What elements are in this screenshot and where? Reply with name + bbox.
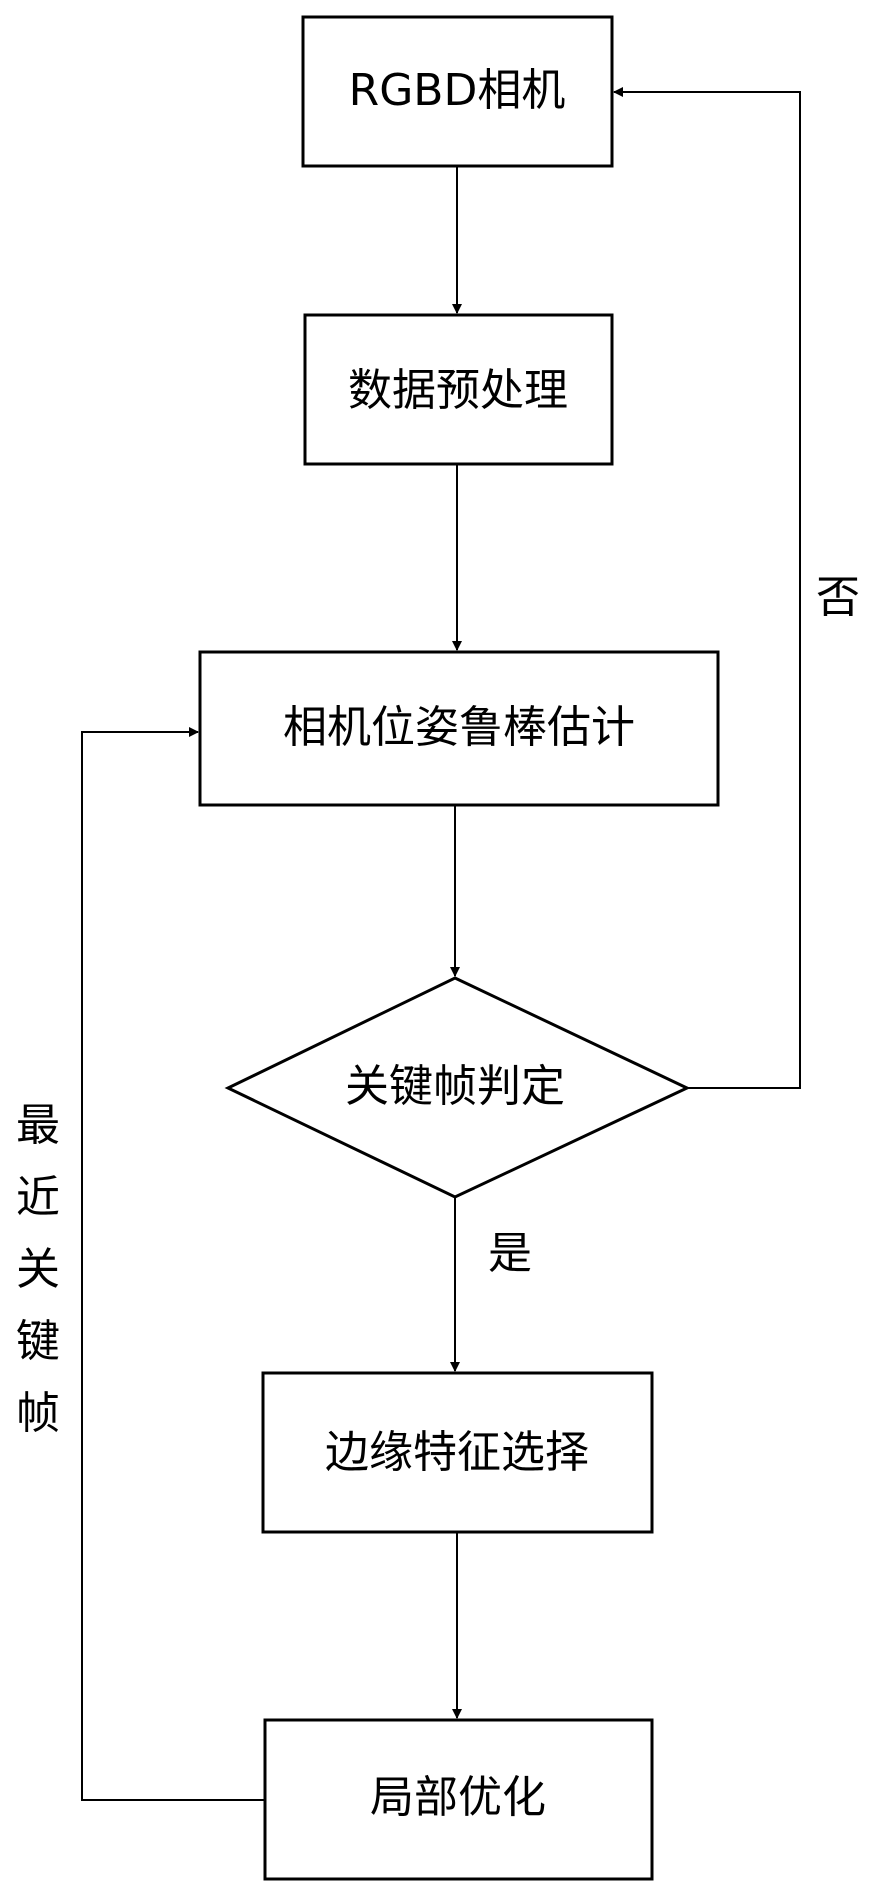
edge-label-recent-keyframes-char: 最 [16,1100,60,1151]
edge-label-recent-keyframes-char: 关 [16,1244,60,1295]
node-keyframe-decision: 关键帧判定 [224,976,691,1199]
node-pose-estimation-box [198,650,720,807]
node-preprocess-box [303,313,614,466]
node-pose-estimation: 相机位姿鲁棒估计 [198,650,720,807]
node-edge-feature-selection-box [261,1371,654,1534]
node-local-optimization-box [263,1718,654,1881]
edge-label-recent-keyframes-char: 键 [16,1316,60,1367]
edge-decision-no-to-camera [613,87,801,1089]
node-rgbd-camera-label: RGBD相机 [349,65,566,116]
node-local-optimization: 局部优化 [263,1718,654,1881]
edge-label-recent-keyframes-char: 近 [16,1172,60,1223]
node-preprocess: 数据预处理 [303,313,614,466]
edge-optimization-to-pose [81,727,264,1801]
edge-label-recent-keyframes-char: 帧 [16,1388,60,1439]
node-pose-estimation-label: 相机位姿鲁棒估计 [283,702,635,753]
node-keyframe-decision-diamond [224,976,691,1199]
edge-label-yes: 是 [488,1228,532,1279]
node-edge-feature-selection: 边缘特征选择 [261,1371,654,1534]
edge-label-no: 否 [816,572,860,623]
node-local-optimization-label: 局部优化 [370,1772,546,1823]
node-edge-feature-selection-label: 边缘特征选择 [325,1427,589,1478]
node-keyframe-decision-label: 关键帧判定 [345,1061,565,1112]
node-rgbd-camera: RGBD相机 [301,15,614,168]
node-rgbd-camera-box [301,15,614,168]
edge-label-recent-keyframes: 最 近 关 键 帧 [16,1100,60,1439]
node-preprocess-label: 数据预处理 [348,365,568,416]
